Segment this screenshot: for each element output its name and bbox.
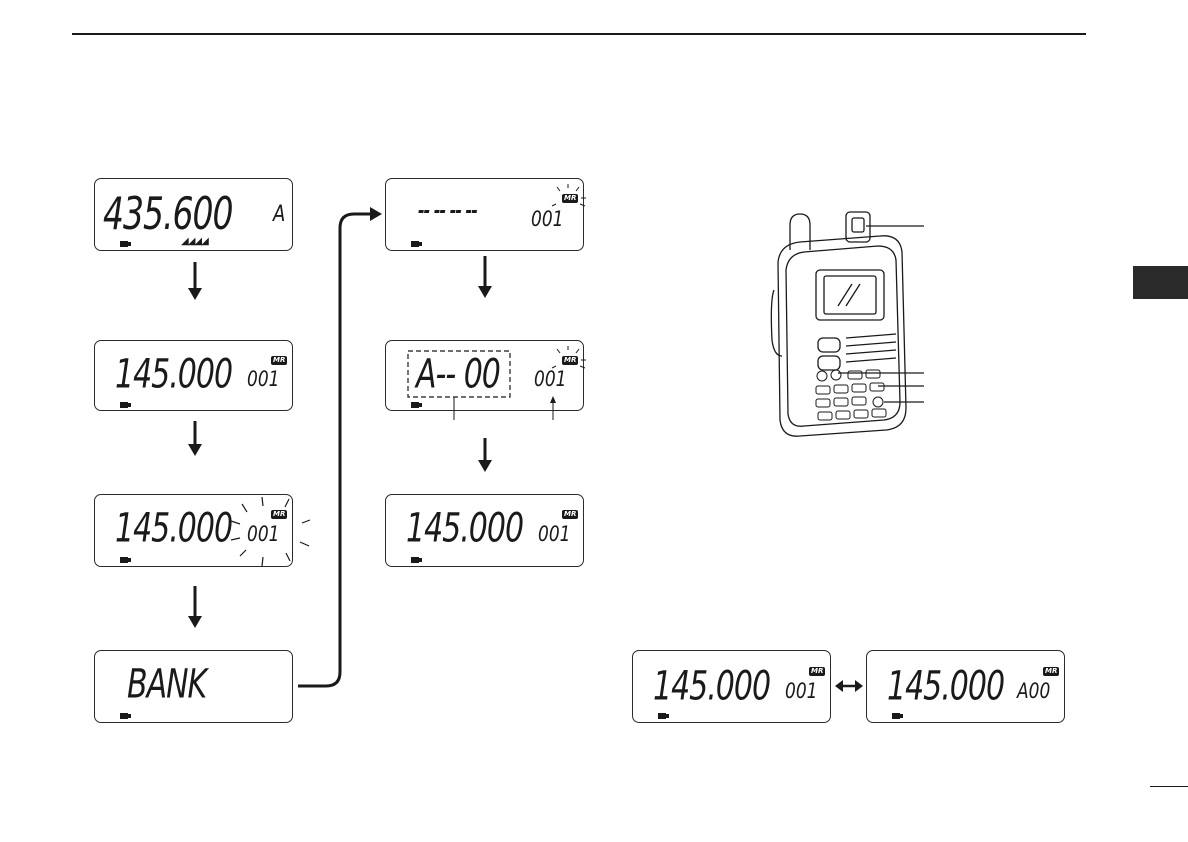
mr-blink-rays <box>552 184 586 368</box>
selection-box <box>408 351 556 420</box>
double-arrow <box>835 680 863 692</box>
down-arrow <box>478 256 492 298</box>
blink-rays <box>231 497 310 566</box>
down-arrow <box>478 438 492 472</box>
down-arrow <box>188 586 202 628</box>
down-arrow <box>188 421 202 456</box>
connector-arrow <box>298 207 382 686</box>
transceiver-illustration <box>771 212 924 436</box>
down-arrow <box>188 262 202 300</box>
